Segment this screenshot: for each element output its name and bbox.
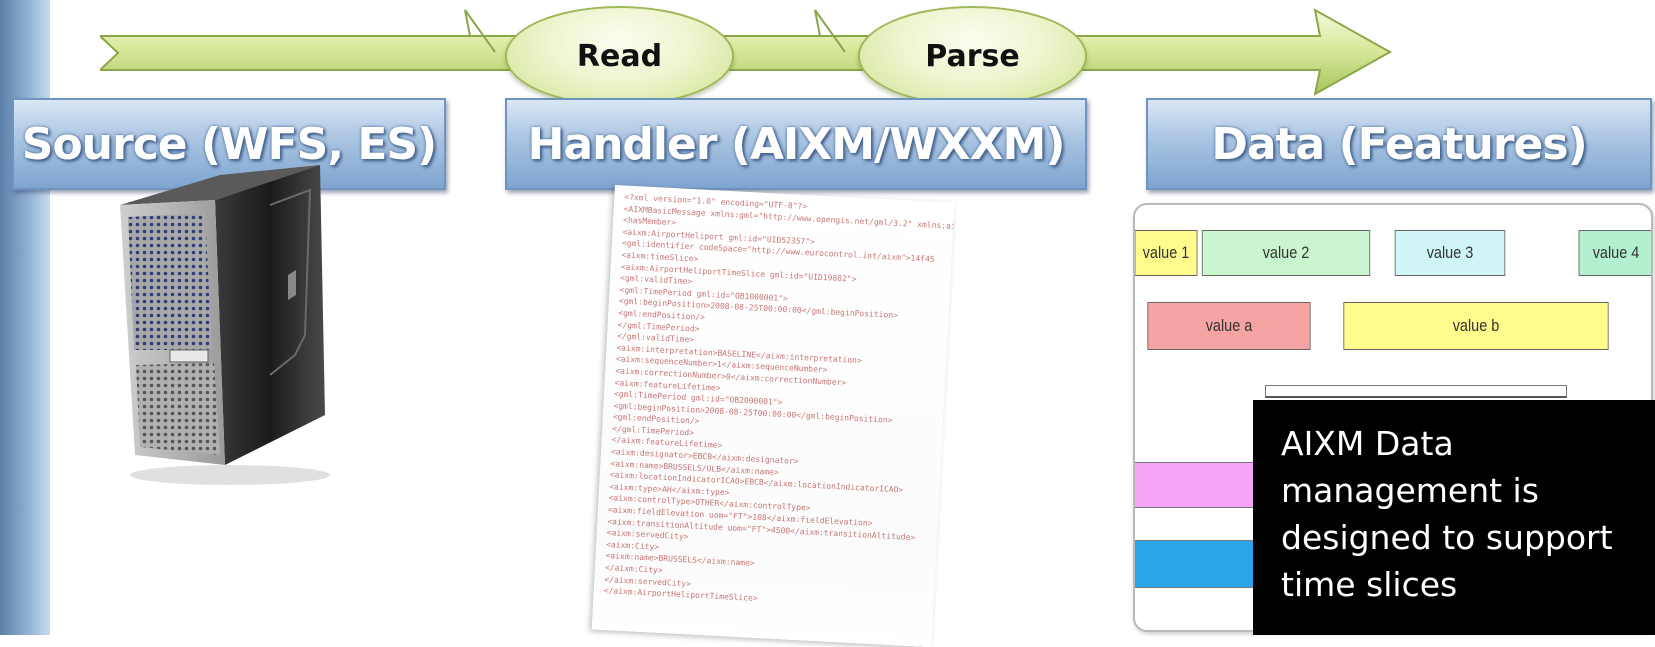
value-cell-4: value 4 (1578, 230, 1651, 276)
handler-header: Handler (AIXM/WXXM) (505, 98, 1087, 190)
stage-parse: Parse (858, 6, 1087, 106)
data-header: Data (Features) (1146, 98, 1652, 190)
process-flow-arrow (100, 8, 1393, 96)
value-cell-1: value 1 (1135, 230, 1198, 276)
value-bar-top-right (1265, 385, 1567, 398)
xml-document: <?xml version="1.0" encoding="UTF-8"?> <… (591, 185, 955, 647)
server-tower-icon (120, 165, 330, 485)
value-cell-b: value b (1343, 302, 1609, 350)
stage-read-label: Read (576, 38, 663, 74)
note-box: AIXM Data management is designed to supp… (1253, 400, 1655, 635)
stage-read: Read (505, 6, 734, 106)
value-cell-2: value 2 (1201, 230, 1371, 276)
note-text: AIXM Data management is designed to supp… (1281, 424, 1613, 604)
value-cell-a: value a (1147, 302, 1311, 350)
data-title: Data (Features) (1211, 118, 1587, 170)
source-title: Source (WFS, ES) (21, 118, 437, 170)
stage-parse-label: Parse (925, 38, 1020, 74)
value-cell-3: value 3 (1394, 230, 1506, 276)
left-accent-bar (0, 0, 50, 635)
handler-title: Handler (AIXM/WXXM) (527, 118, 1066, 170)
